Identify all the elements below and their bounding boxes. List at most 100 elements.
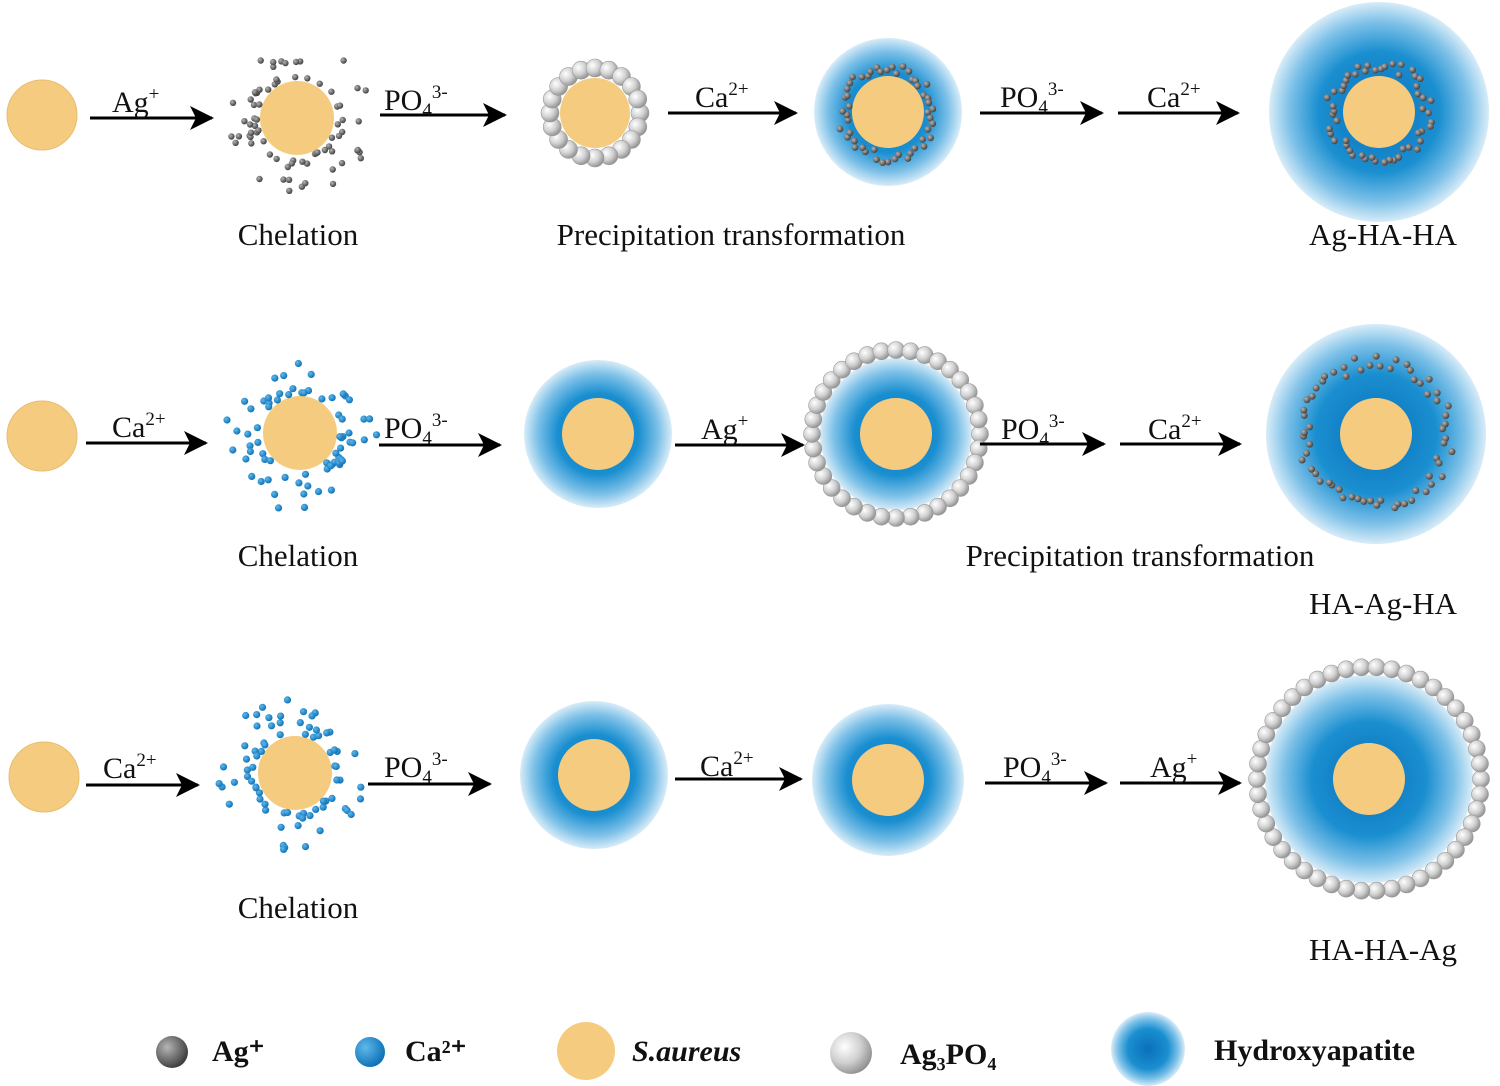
ag-ion-particle <box>314 149 321 156</box>
ag-ion-particle <box>339 116 346 124</box>
ag3po4-particle <box>1377 496 1385 504</box>
ca-ion-cloud <box>223 359 381 512</box>
ag3po4-particles <box>1323 60 1435 166</box>
reaction-arrow <box>980 101 1104 125</box>
ca-ion-particle <box>223 416 231 424</box>
ag3po4-particle <box>1325 479 1333 486</box>
ag-ion-particle <box>292 58 300 66</box>
ag-ion-particle <box>246 121 254 128</box>
ag3po4-particle <box>1295 861 1314 880</box>
ca-ion-particle <box>283 696 292 704</box>
ca-ion-particle <box>296 719 304 727</box>
ag3po4-particle <box>1322 664 1341 683</box>
s-aureus-cell <box>852 744 924 816</box>
ag3po4-particle <box>1436 688 1455 706</box>
ca-ion-particle <box>252 784 260 792</box>
ca-ion-particle <box>280 845 288 854</box>
ca-ion-particle <box>264 394 273 402</box>
ca-ion-particle <box>242 755 251 763</box>
arrow-ion-label: Ag+ <box>701 411 748 446</box>
legend-label-ag-ion: Ag⁺ <box>212 1035 265 1068</box>
ag3po4-particle <box>1348 493 1356 501</box>
ca-ion-particle <box>271 374 279 382</box>
ag3po4-particle <box>1354 63 1362 71</box>
ag3po4-particle <box>1425 472 1433 480</box>
ag3po4-particle <box>1306 423 1314 431</box>
arrow-ion-label: Ag+ <box>112 84 159 119</box>
ca-ion-particle <box>243 766 251 774</box>
ag-ion-particle <box>292 73 299 81</box>
ca-ion-particle <box>345 396 353 404</box>
ag3po4-particle <box>1417 137 1424 145</box>
ag3po4-particle <box>1389 60 1397 68</box>
ag3po4-particle <box>1413 82 1421 90</box>
ag3po4-particle <box>1344 71 1352 79</box>
arrow-ion-label: Ca2+ <box>695 79 749 114</box>
reaction-arrow <box>675 433 805 457</box>
ag-ion-particle <box>321 146 329 154</box>
arrow-ion-label: PO43- <box>384 749 448 788</box>
ag3po4-particle <box>1447 699 1465 718</box>
ca-ion-particle <box>253 752 261 760</box>
ca-ion-particle <box>323 729 331 737</box>
s-aureus-cell <box>6 79 78 151</box>
s-aureus-cell <box>6 400 78 472</box>
ag-ion-particle <box>248 140 255 147</box>
ag3po4-particle <box>1326 125 1333 133</box>
s-aureus-cell <box>1343 76 1415 148</box>
reaction-arrow <box>985 771 1108 795</box>
ca-ion-particle <box>336 433 344 441</box>
ca-ion-particle <box>357 783 365 791</box>
ag3po4-particle <box>1397 875 1416 894</box>
ca-ion-particle <box>295 479 303 487</box>
ag3po4-particle <box>1386 156 1394 164</box>
ag-ion-swatch <box>156 1036 188 1068</box>
ag-ion-particle <box>266 151 274 158</box>
ag3po4-particle <box>1366 361 1374 369</box>
ca-ion-particle <box>248 472 256 480</box>
ag3po4-particle <box>914 82 921 90</box>
row-3: Ca2+ PO43- Ca2+ PO43- Ag+ Chel <box>8 658 1490 967</box>
ag3po4-particle <box>1425 109 1432 117</box>
ca-ion-particle <box>337 444 345 452</box>
ag-ion-particle <box>256 101 263 108</box>
ca-ion-particle <box>333 776 341 784</box>
arrow-ion-label: Ca2+ <box>1148 411 1202 446</box>
ag3po4-particle <box>1360 497 1368 505</box>
ag3po4-particle <box>1295 678 1314 697</box>
arrow-ion-label: PO43- <box>1001 411 1065 450</box>
ca-ion-particle <box>299 814 307 822</box>
ag3po4-particle <box>1410 376 1418 384</box>
ca-ion-particle <box>281 473 289 481</box>
ag3po4-particle <box>843 85 851 93</box>
ag3po4-particle <box>1337 879 1355 898</box>
ca-ion-particle <box>253 424 261 432</box>
ag3po4-particle <box>1411 670 1430 689</box>
ca-ion-particle <box>300 389 308 397</box>
ag3po4-particle <box>923 80 931 88</box>
ca-ion-particle <box>242 711 250 720</box>
ag3po4-particle <box>1414 129 1422 137</box>
ag3po4-particle <box>1381 63 1389 71</box>
ag3po4-particle <box>877 68 884 76</box>
ag-ion-particle <box>354 146 361 154</box>
s-aureus-cell <box>560 78 630 148</box>
ca-ion-particle <box>246 442 254 450</box>
reaction-arrow <box>86 773 200 797</box>
reaction-arrow <box>368 772 492 796</box>
ca-ion-particle <box>285 391 293 399</box>
ag3po4-particle <box>1419 94 1427 102</box>
ag-ion-particle <box>302 180 309 187</box>
arrow-ion-label: PO43- <box>384 82 448 121</box>
ca-ion-particle <box>219 763 228 771</box>
ag3po4-particle <box>926 114 934 122</box>
ag-ion-particle <box>316 80 323 87</box>
ag3po4-particle <box>1303 449 1311 457</box>
ca-ion-particle <box>262 806 270 814</box>
product-label: Ag-HA-HA <box>1309 217 1458 252</box>
ag3po4-particle <box>1361 67 1369 75</box>
ca-ion-particle <box>257 747 265 756</box>
ag3po4-particle <box>1416 379 1424 387</box>
ag-ion-particle <box>257 57 264 64</box>
legend: Ag⁺ Ca²⁺ S.aureus Ag₃PO₄ Hydroxyapatite <box>156 1012 1415 1086</box>
